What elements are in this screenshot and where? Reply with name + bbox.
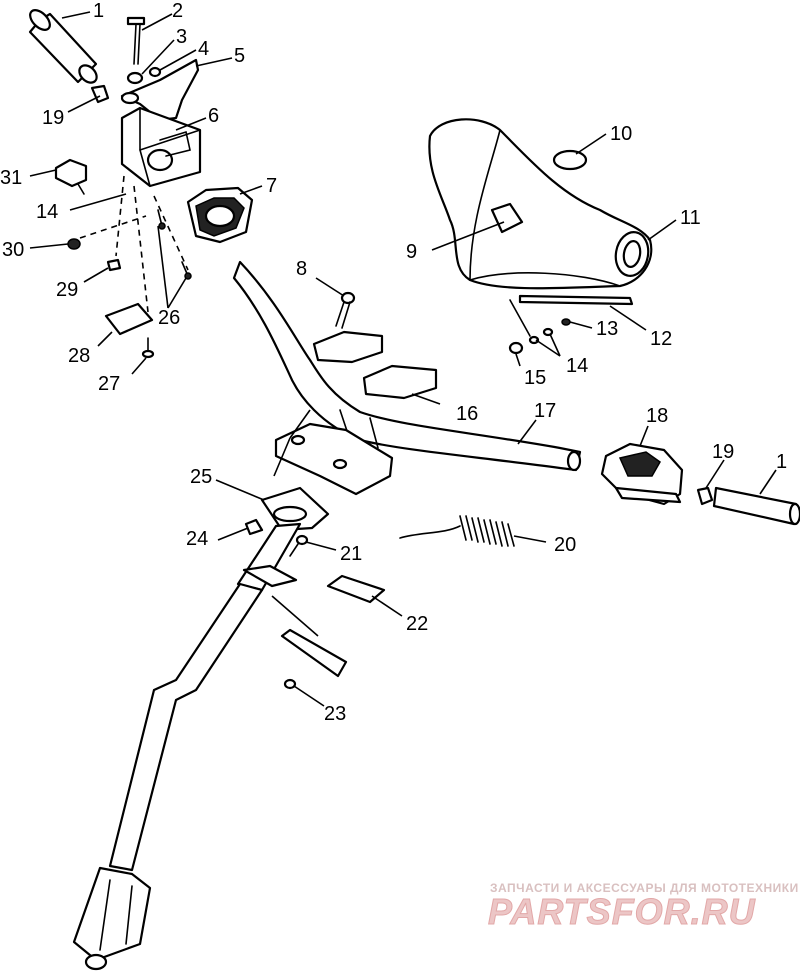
washer-4 — [148, 66, 162, 78]
callout-28: 28 — [68, 345, 90, 367]
nut-24 — [244, 518, 264, 536]
callout-19-left: 19 — [42, 107, 64, 129]
callout-17: 17 — [534, 400, 556, 422]
watermark: ЗАПЧАСТИ И АКСЕССУАРЫ ДЛЯ МОТОТЕХНИКИ PA… — [488, 881, 799, 933]
bracket-plate-28 — [104, 302, 154, 336]
nut-15 — [508, 341, 524, 355]
leader-lines — [29, 11, 777, 707]
screws-26 — [157, 209, 192, 280]
callout-29: 29 — [56, 279, 78, 301]
bolt-2 — [126, 16, 146, 65]
callout-9: 9 — [406, 241, 417, 263]
callouts: 1 2 3 4 5 6 7 8 9 10 11 12 13 14 14 15 1… — [0, 0, 787, 725]
spring-20 — [399, 515, 515, 547]
nut-30 — [67, 238, 81, 250]
callout-7: 7 — [266, 175, 277, 197]
callout-14-right: 14 — [566, 355, 588, 377]
callout-16: 16 — [456, 403, 478, 425]
throttle-housing — [120, 106, 202, 188]
bracket-22 — [326, 574, 386, 604]
callout-22: 22 — [406, 613, 428, 635]
emblem-10 — [552, 149, 588, 171]
callout-18: 18 — [646, 405, 668, 427]
callout-11: 11 — [680, 207, 701, 229]
callout-1-right: 1 — [776, 451, 787, 473]
callout-12: 12 — [650, 328, 672, 350]
callout-10: 10 — [610, 123, 632, 145]
callout-27: 27 — [98, 373, 120, 395]
screw-27 — [141, 337, 155, 359]
callout-2: 2 — [172, 0, 183, 22]
callout-30: 30 — [2, 239, 24, 261]
washer-14b — [542, 327, 554, 337]
callout-31: 31 — [0, 167, 22, 189]
callout-3: 3 — [176, 26, 187, 48]
washer-3 — [126, 71, 144, 85]
callout-6: 6 — [208, 105, 219, 127]
callout-19-right: 19 — [712, 441, 734, 463]
callout-20: 20 — [554, 534, 576, 556]
callout-13: 13 — [596, 318, 618, 340]
callout-26: 26 — [158, 307, 180, 329]
callout-23: 23 — [324, 703, 346, 725]
watermark-brand: PARTSFOR.RU — [488, 891, 756, 932]
upper-clamp — [312, 330, 438, 400]
tube-23 — [280, 628, 348, 678]
callout-4: 4 — [198, 38, 209, 60]
brake-switch-18 — [600, 442, 684, 506]
callout-8: 8 — [296, 258, 307, 280]
callout-5: 5 — [234, 45, 245, 67]
handlebar-pad — [428, 118, 653, 290]
grip-right — [712, 486, 800, 526]
callout-24: 24 — [186, 528, 208, 550]
callout-1-upper: 1 — [93, 0, 104, 22]
bolt-8 — [335, 291, 356, 329]
kill-switch — [54, 158, 88, 195]
clip-29 — [106, 258, 122, 272]
pad-strap-12 — [518, 294, 634, 306]
callout-21: 21 — [340, 543, 362, 565]
callout-14-left: 14 — [36, 201, 58, 223]
steering-post — [72, 486, 330, 971]
lower-clamp — [274, 422, 394, 496]
watermark-tagline: ЗАПЧАСТИ И АКСЕССУАРЫ ДЛЯ МОТОТЕХНИКИ — [490, 881, 799, 895]
callout-25: 25 — [190, 466, 212, 488]
grip-left — [28, 9, 98, 84]
screw-13 — [561, 318, 571, 326]
screw-21 — [289, 534, 309, 557]
plug-right — [696, 486, 714, 506]
washer-14c — [528, 335, 540, 345]
housing-cover — [186, 186, 254, 244]
callout-15: 15 — [524, 367, 546, 389]
